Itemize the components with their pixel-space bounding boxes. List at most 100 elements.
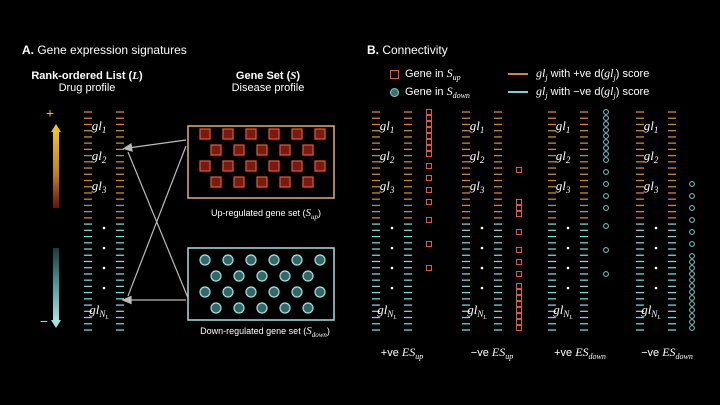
ellipsis-dot <box>102 286 106 290</box>
up-gene-marker <box>302 176 314 188</box>
panel-down-marker <box>603 169 609 175</box>
panel-down-marker <box>603 223 609 229</box>
down-gene-marker <box>314 286 326 298</box>
panel-up-marker <box>426 145 432 151</box>
ellipsis-dot <box>654 266 658 270</box>
panel-up-marker <box>516 259 522 265</box>
panel-down-marker <box>689 259 695 265</box>
panel-up-marker <box>426 133 432 139</box>
panel-up-marker <box>426 265 432 271</box>
panel-down-marker <box>689 325 695 331</box>
ellipsis-dot <box>480 226 484 230</box>
connection-arrows <box>121 139 189 305</box>
ellipsis-dot <box>480 246 484 250</box>
legend-down-gene: Gene in Sdown <box>390 84 470 100</box>
gene-label: glNL <box>377 302 397 321</box>
panel-up-marker <box>426 241 432 247</box>
panel-down-marker <box>689 301 695 307</box>
section-b-title: B. Connectivity <box>367 43 448 57</box>
up-gene-marker <box>314 128 326 140</box>
ranked-list-header: Rank-ordered List (L) Drug profile <box>31 70 143 94</box>
down-gene-marker <box>302 270 314 282</box>
ellipsis-dot <box>566 286 570 290</box>
panel-down-marker <box>603 193 609 199</box>
panel-down-marker <box>689 217 695 223</box>
panel-up-marker <box>516 271 522 277</box>
down-gene-marker <box>314 254 326 266</box>
panel-down-marker <box>603 205 609 211</box>
down-gene-marker <box>210 302 222 314</box>
up-gene-marker <box>222 128 234 140</box>
panel-down-marker <box>603 181 609 187</box>
panel-up-marker <box>426 199 432 205</box>
minus-sign: − <box>40 315 48 330</box>
down-gene-marker <box>268 286 280 298</box>
legend-negative-score: glj with −ve d(glj) score <box>508 84 649 100</box>
panel-down-marker <box>689 319 695 325</box>
panel-down-marker <box>689 253 695 259</box>
up-gene-marker <box>199 160 211 172</box>
gene-label: gl1 <box>556 118 571 135</box>
panel-down-marker <box>603 121 609 127</box>
down-gene-marker <box>245 254 257 266</box>
panel-down-marker <box>689 283 695 289</box>
panel-down-marker <box>689 241 695 247</box>
down-gene-marker <box>291 254 303 266</box>
panel-up-marker <box>516 211 522 217</box>
ellipsis-dot <box>102 246 106 250</box>
up-gene-marker <box>210 176 222 188</box>
panel-label-neg-up: −ve ESup <box>470 345 514 362</box>
gene-label: gl3 <box>470 178 485 195</box>
panel-up-marker <box>516 167 522 173</box>
panel-down-marker <box>689 295 695 301</box>
panel-down-marker <box>689 313 695 319</box>
down-gene-marker <box>222 286 234 298</box>
panel-down-marker <box>603 271 609 277</box>
up-gene-marker <box>210 144 222 156</box>
section-a-title: A. Gene expression signatures <box>22 43 187 57</box>
ranked-lists: gl1 gl2 gl3 glNL gl1 gl2 gl3 glNL gl1 gl2 gl3 glNL g… <box>84 111 676 331</box>
panel-down-marker <box>603 157 609 163</box>
up-gene-marker <box>268 128 280 140</box>
ellipsis-dot <box>480 286 484 290</box>
panel-up-marker <box>426 163 432 169</box>
panel-markers <box>426 109 695 331</box>
cross-line-2 <box>127 145 187 297</box>
up-gene-marker <box>233 176 245 188</box>
panel-down-marker <box>689 205 695 211</box>
down-gene-marker <box>302 302 314 314</box>
up-gene-marker <box>233 144 245 156</box>
up-gene-marker <box>291 128 303 140</box>
panel-up-marker <box>516 307 522 313</box>
up-gradient-bar <box>53 132 59 208</box>
gene-label: gl3 <box>556 178 571 195</box>
panel-down-marker <box>689 229 695 235</box>
down-arrow-head <box>51 320 61 328</box>
panel-down-marker <box>603 145 609 151</box>
up-arrow-head <box>51 124 61 132</box>
down-gene-marker <box>279 302 291 314</box>
up-gene-marker <box>279 144 291 156</box>
panel-down-marker <box>603 247 609 253</box>
gene-label: gl2 <box>644 148 659 165</box>
gene-label: gl2 <box>380 148 395 165</box>
ellipsis-dot <box>654 286 658 290</box>
panel-up-marker <box>516 313 522 319</box>
gene-label: gl2 <box>470 148 485 165</box>
gene-label: glNL <box>553 302 573 321</box>
panel-down-marker <box>689 277 695 283</box>
ranking-gradient-arrows: + − <box>40 107 61 330</box>
gene-label: gl1 <box>644 118 659 135</box>
gene-label: glNL <box>89 302 109 321</box>
panel-up-marker <box>516 283 522 289</box>
gene-label: glNL <box>641 302 661 321</box>
gene-label: gl1 <box>470 118 485 135</box>
up-gene-marker <box>245 128 257 140</box>
gene-label: gl3 <box>380 178 395 195</box>
panel-down-marker <box>689 181 695 187</box>
panel-label-pos-down: +ve ESdown <box>554 345 606 362</box>
down-gene-marker <box>233 302 245 314</box>
